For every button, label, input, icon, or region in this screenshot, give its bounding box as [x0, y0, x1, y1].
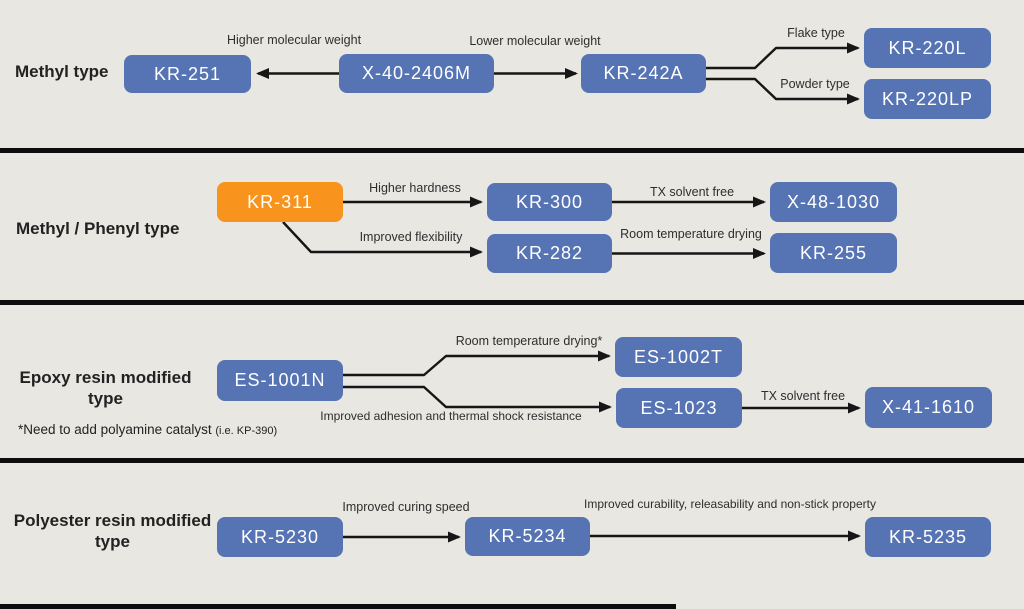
node-kr-255: KR-255 [770, 233, 897, 273]
section-title-methyl: Methyl type [15, 62, 109, 81]
node-x-40-2406m: X-40-2406M [339, 54, 494, 93]
edge-label-powder-type: Powder type [780, 77, 850, 91]
node-kr-5235: KR-5235 [865, 517, 991, 557]
footnote-note: (i.e. KP-390) [215, 425, 278, 437]
edge-label-lower-molecular-weight: Lower molecular weight [469, 34, 601, 48]
edge-label-flake-type: Flake type [787, 26, 845, 40]
node-kr-242a: KR-242A [581, 54, 706, 93]
edge-label-room-temperature-drying-2: Room temperature drying* [455, 334, 603, 348]
section-divider-1 [0, 148, 1024, 153]
node-es-1001n: ES-1001N [217, 360, 343, 401]
section-title-methyl-phenyl: Methyl / Phenyl type [16, 219, 180, 238]
arrow-kr242a-to-kr220l [706, 42, 860, 70]
node-es-1023: ES-1023 [616, 388, 742, 428]
edge-label-tx-solvent-free-2: TX solvent free [760, 389, 846, 403]
arrow-es1001n-to-es1002t [343, 350, 611, 377]
node-x-48-1030: X-48-1030 [770, 182, 897, 222]
node-kr-220lp: KR-220LP [864, 79, 991, 119]
node-kr-220l: KR-220L [864, 28, 991, 68]
arrow-es1001n-to-es1023 [343, 385, 612, 413]
node-kr-5230: KR-5230 [217, 517, 343, 557]
node-es-1002t: ES-1002T [615, 337, 742, 377]
node-kr-251: KR-251 [124, 55, 251, 93]
section-divider-3 [0, 458, 1024, 463]
edge-label-improved-curing-speed: Improved curing speed [342, 500, 470, 514]
footnote-marker: * [18, 422, 24, 437]
node-kr-282: KR-282 [487, 234, 612, 273]
edge-label-improved-adhesion: Improved adhesion and thermal shock resi… [320, 409, 582, 423]
footnote-polyamine-catalyst: *Need to add polyamine catalyst (i.e. KP… [18, 422, 277, 437]
node-kr-300: KR-300 [487, 183, 612, 221]
node-kr-5234: KR-5234 [465, 517, 590, 556]
edge-label-room-temperature-drying-1: Room temperature drying [620, 227, 762, 241]
section-divider-2 [0, 300, 1024, 305]
footnote-text: Need to add polyamine catalyst [23, 422, 216, 437]
section-title-epoxy: Epoxy resin modified type [19, 368, 192, 408]
section-title-polyester: Polyester resin modified type [13, 511, 212, 551]
edge-label-improved-flexibility: Improved flexibility [359, 230, 463, 244]
node-x-41-1610: X-41-1610 [865, 387, 992, 428]
edge-label-higher-molecular-weight: Higher molecular weight [226, 33, 362, 47]
node-kr-311: KR-311 [217, 182, 343, 222]
edge-label-improved-curability: Improved curability, releasability and n… [584, 497, 876, 511]
edge-label-higher-hardness: Higher hardness [369, 181, 461, 195]
edge-label-tx-solvent-free-1: TX solvent free [649, 185, 735, 199]
bottom-edge-bar [0, 604, 676, 609]
